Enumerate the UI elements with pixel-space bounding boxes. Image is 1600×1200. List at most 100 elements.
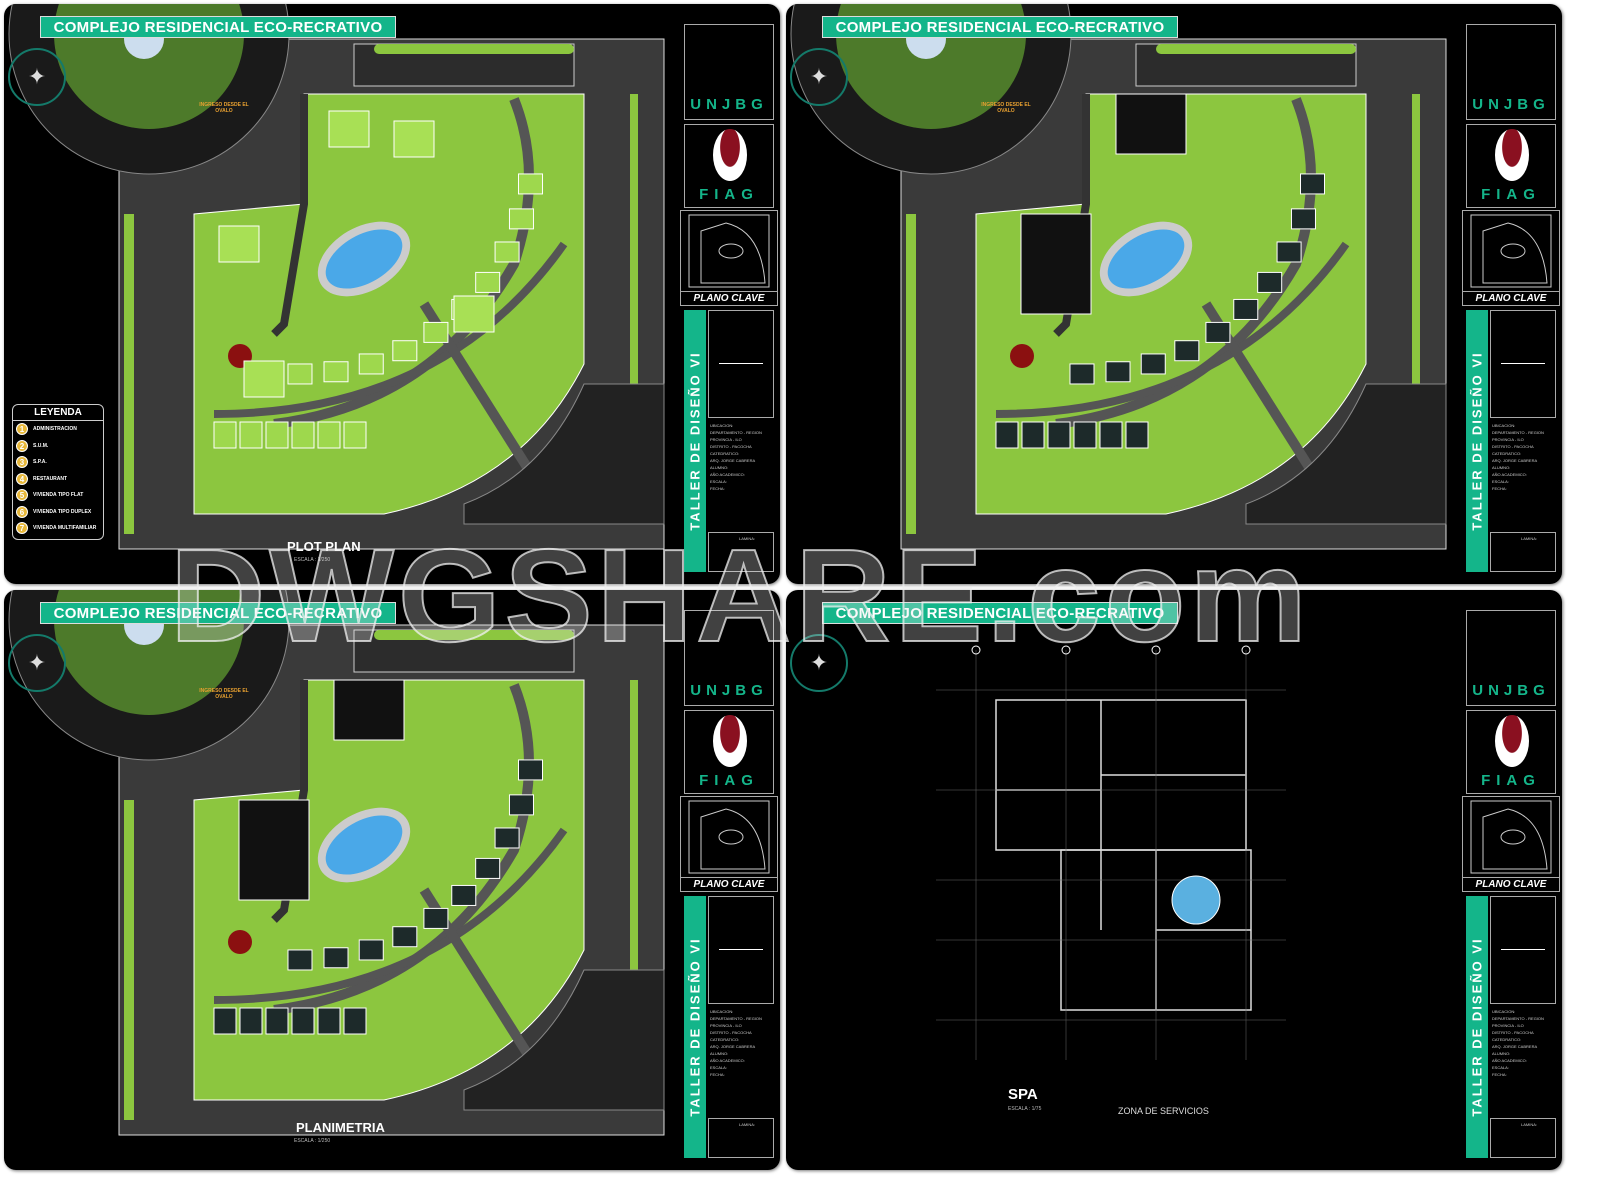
faculty-label: FIAG (1481, 772, 1541, 789)
building-block (243, 360, 285, 398)
info-line: ESCALA: (1492, 1065, 1509, 1070)
legend-label: VIVIENDA MULTIFAMILIAR (33, 525, 97, 532)
grid-axis-marker (971, 645, 981, 655)
housing-block (291, 1007, 315, 1035)
key-plan-thumbnail (688, 214, 770, 288)
site-plan (8, 590, 665, 1136)
info-line: ARQ. JORGE CABRERA (1492, 1044, 1538, 1049)
course-band: TALLER DE DISEÑO VI (684, 896, 706, 1158)
plan-scale: ESCALA : 1/250 (294, 557, 331, 563)
plan-scale: ESCALA : 1/250 (294, 1138, 331, 1144)
info-line: ALUMNO: (710, 1051, 729, 1056)
info-line: PROVINCIA - ILO (710, 1023, 742, 1028)
housing-block (1300, 173, 1326, 195)
building-block (1020, 213, 1092, 315)
housing-block (1290, 208, 1316, 230)
housing-block (475, 271, 501, 293)
north-arrow-icon: ✦ (790, 634, 848, 692)
site-border (118, 624, 665, 1136)
housing-block (1047, 421, 1071, 449)
info-line: UBICACION: (710, 423, 734, 428)
legend-label: S.U.M. (33, 442, 49, 449)
legend-number: 6 (16, 505, 28, 518)
legend-label: ADMINISTRACION (33, 426, 77, 433)
walkway (1055, 97, 1316, 429)
info-line: ESCALA: (710, 1065, 727, 1070)
plan-subtitle: ZONA DE SERVICIOS (1118, 1106, 1209, 1116)
key-plan-thumbnail (1470, 214, 1552, 288)
university-label: UNJBG (1472, 96, 1550, 113)
median (1412, 94, 1420, 474)
legend-number: 5 (16, 489, 28, 502)
legend-number: 7 (16, 522, 28, 535)
grid-axis-marker (1061, 645, 1071, 655)
housing-block (1069, 363, 1095, 385)
info-line: PROVINCIA - ILO (1492, 437, 1524, 442)
housing-block (323, 947, 349, 969)
housing-block (392, 340, 418, 362)
housing-block (358, 939, 384, 961)
university-label: UNJBG (690, 682, 768, 699)
faculty-box: FIAG (1466, 124, 1556, 208)
grid-lines (936, 650, 1286, 1060)
median (906, 214, 916, 534)
housing-block (392, 926, 418, 948)
walls (995, 699, 1252, 1011)
course-band: TALLER DE DISEÑO VI (1466, 896, 1488, 1158)
housing-block (265, 421, 289, 449)
building-block (393, 120, 435, 158)
lamina-label: LAMINA: (1521, 1122, 1538, 1127)
info-line: DEPARTAMENTO - REGION (1492, 1016, 1544, 1021)
course-label: TALLER DE DISEÑO VI (1469, 937, 1485, 1117)
faculty-box: FIAG (1466, 710, 1556, 794)
legend-number: 2 (16, 439, 28, 452)
entrance-label: INGRESO DESDE EL OVALO (199, 102, 249, 114)
lamina-label: LAMINA: (739, 536, 756, 541)
legend-number: 4 (16, 472, 28, 485)
north-arrow-icon: ✦ (8, 48, 66, 106)
info-line: CATEDRATICO: (710, 1037, 740, 1042)
median (124, 800, 134, 1120)
info-line: AÑO ACADEMICO: (710, 1058, 745, 1063)
info-line: ALUMNO: (1492, 465, 1511, 470)
info-line: ARQ. JORGE CABRERA (710, 1044, 756, 1049)
course-band: TALLER DE DISEÑO VI (684, 310, 706, 572)
info-line: FECHA: (710, 486, 725, 491)
info-line: UBICACION: (710, 1009, 734, 1014)
info-line: ESCALA: (710, 479, 727, 484)
housing-block (1073, 421, 1097, 449)
parking-area (1245, 383, 1447, 525)
title-block: UNJBG FIAG PLANO CLAVE TALLER DE DISEÑO … (680, 24, 778, 572)
university-label: UNJBG (690, 96, 768, 113)
housing-block (1140, 353, 1166, 375)
info-line: DISTRITO - PACOCHA (1492, 1030, 1534, 1035)
walkway (273, 683, 534, 1015)
housing-block (1257, 271, 1283, 293)
entrance-label: INGRESO DESDE EL OVALO (981, 102, 1031, 114)
info-line: ALUMNO: (710, 465, 729, 470)
faculty-label: FIAG (699, 772, 759, 789)
project-title: COMPLEJO RESIDENCIAL ECO-RECRATIVO (822, 16, 1178, 38)
plot-plan-sheet: COMPLEJO RESIDENCIAL ECO-RECRATIVO ✦ UNJ… (4, 4, 780, 584)
building-block (238, 799, 310, 901)
course-label: TALLER DE DISEÑO VI (1469, 351, 1485, 531)
faculty-box: FIAG (684, 710, 774, 794)
key-plan: PLANO CLAVE (1462, 796, 1560, 892)
title-block: UNJBG FIAG PLANO CLAVE TALLER DE DISEÑO … (680, 610, 778, 1158)
site-plan (8, 4, 665, 550)
plan-scale: ESCALA : 1/75 (1008, 1106, 1042, 1112)
spa-floor-plan (936, 645, 1286, 1060)
housing-block (1105, 361, 1131, 383)
plan-title: SPA (1008, 1086, 1038, 1103)
housing-block (451, 884, 477, 906)
lamina-box: LAMINA: (1490, 532, 1556, 572)
grid-axis-marker (1151, 645, 1161, 655)
pool (325, 815, 403, 875)
faculty-label: FIAG (699, 186, 759, 203)
spa-sheet: COMPLEJO RESIDENCIAL ECO-RECRATIVO ✦ UNJ… (786, 590, 1562, 1170)
housing-block (213, 421, 237, 449)
faculty-box: FIAG (684, 124, 774, 208)
key-plan: PLANO CLAVE (680, 210, 778, 306)
